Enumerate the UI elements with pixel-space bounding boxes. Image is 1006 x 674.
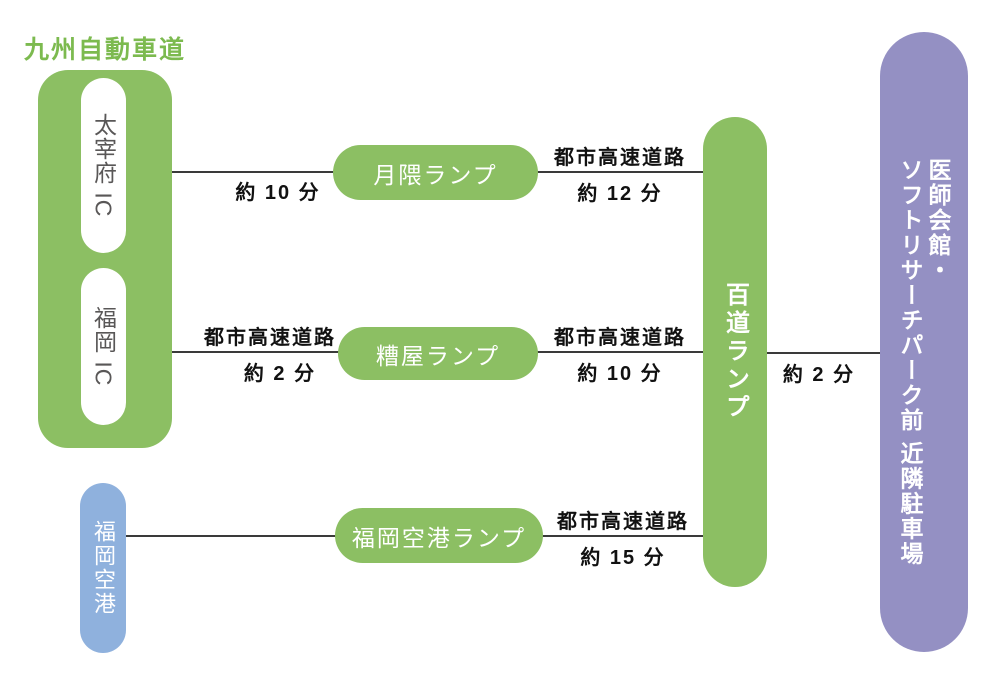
edge-label-kasuya-time: 約 10 分 xyxy=(577,363,663,385)
node-fukuoka-airport-ramp: 福岡空港ランプ xyxy=(335,508,543,563)
edge-label-momochi-time: 約 2 分 xyxy=(782,364,856,386)
tsukiguma-ramp-label: 月隈ランプ xyxy=(373,161,498,188)
node-kasuya-ramp: 糟屋ランプ xyxy=(338,327,538,380)
edge-label-tsukiguma-road: 都市高速道路 xyxy=(554,147,686,169)
fukuoka-airport-label: 福岡空港 xyxy=(91,520,116,616)
node-tsukiguma-ramp: 月隈ランプ xyxy=(333,145,538,200)
edge-label-airportramp-road: 都市高速道路 xyxy=(557,511,689,533)
edge-label-airportramp-time: 約 15 分 xyxy=(580,547,666,569)
node-parking-destination: 医師会館・ ソフトリサーチパーク前 近隣駐車場 xyxy=(880,32,968,652)
parking-destination-label: 医師会館・ ソフトリサーチパーク前 近隣駐車場 xyxy=(897,158,951,567)
dazaifu-ic-label: 太宰府 IC xyxy=(90,113,117,218)
node-dazaifu-ic: 太宰府 IC xyxy=(81,78,126,253)
edge-line-momochi-to-parking xyxy=(767,352,880,354)
kasuya-ramp-label: 糟屋ランプ xyxy=(375,342,501,369)
node-fukuoka-airport: 福岡空港 xyxy=(80,483,126,653)
kyushu-expressway-group-box: 太宰府 IC 福岡 IC xyxy=(38,70,172,448)
momochi-ramp-label: 百道ランプ xyxy=(721,282,749,422)
fukuoka-airport-ramp-label: 福岡空港ランプ xyxy=(351,524,527,551)
node-momochi-ramp: 百道ランプ xyxy=(703,117,767,587)
edge-label-fukuokaic-road: 都市高速道路 xyxy=(204,327,336,349)
edge-label-tsukiguma-time: 約 12 分 xyxy=(577,183,663,205)
fukuoka-ic-label: 福岡 IC xyxy=(90,306,117,387)
expressway-title: 九州自動車道 xyxy=(24,36,187,64)
edge-label-kasuya-road: 都市高速道路 xyxy=(554,327,686,349)
node-fukuoka-ic: 福岡 IC xyxy=(81,268,126,425)
edge-label-dazaifu-time: 約 10 分 xyxy=(235,182,321,204)
edge-label-fukuokaic-time: 約 2 分 xyxy=(243,363,317,385)
